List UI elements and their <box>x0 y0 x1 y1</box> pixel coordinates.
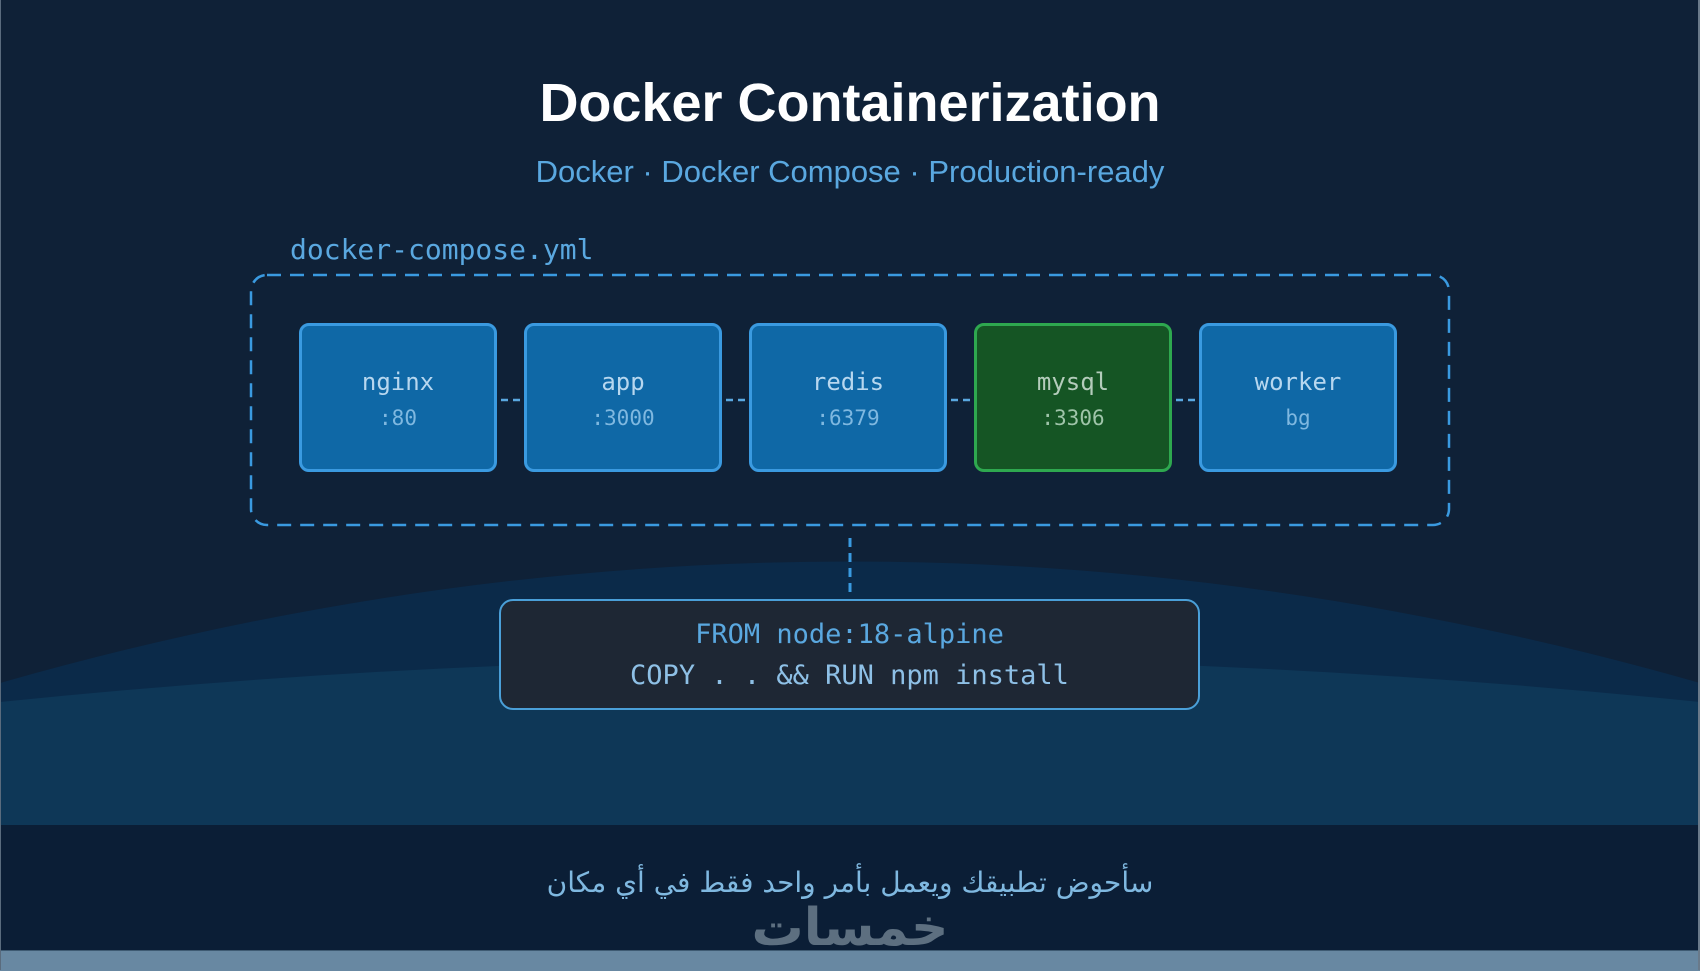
service-app: app :3000 <box>524 323 722 472</box>
wave-front <box>0 658 1700 825</box>
dockerfile-line-from: FROM node:18-alpine <box>695 619 1004 650</box>
footer-band <box>0 825 1700 950</box>
khamsat-logo: خمسات <box>751 904 949 952</box>
service-name: nginx <box>361 368 435 396</box>
service-mysql: mysql :3306 <box>974 323 1172 472</box>
dockerfile-box: FROM node:18-alpine COPY . . && RUN npm … <box>499 599 1200 710</box>
service-worker: worker bg <box>1199 323 1397 472</box>
page-title: Docker Containerization <box>539 73 1161 133</box>
compose-boundary <box>249 273 1451 527</box>
bottom-bar <box>0 950 1700 971</box>
service-name: redis <box>811 368 885 396</box>
dockerfile-line-copy-run: COPY . . && RUN npm install <box>630 660 1069 691</box>
window-edge-right <box>1698 0 1700 970</box>
window-edge-left <box>0 0 1 970</box>
service-name: mysql <box>1036 368 1110 396</box>
service-nginx: nginx :80 <box>299 323 497 472</box>
service-port: :80 <box>379 406 417 430</box>
service-name: app <box>601 368 645 396</box>
footer-caption: سأحوض تطبيقك ويعمل بأمر واحد فقط في أي م… <box>546 866 1154 899</box>
service-name: worker <box>1254 368 1342 396</box>
service-port: bg <box>1285 406 1311 430</box>
compose-file-label: docker-compose.yml <box>290 233 594 266</box>
page-subtitle: Docker · Docker Compose · Production-rea… <box>535 154 1165 189</box>
service-port: :6379 <box>816 406 880 430</box>
service-port: :3306 <box>1041 406 1105 430</box>
service-port: :3000 <box>591 406 655 430</box>
service-redis: redis :6379 <box>749 323 947 472</box>
